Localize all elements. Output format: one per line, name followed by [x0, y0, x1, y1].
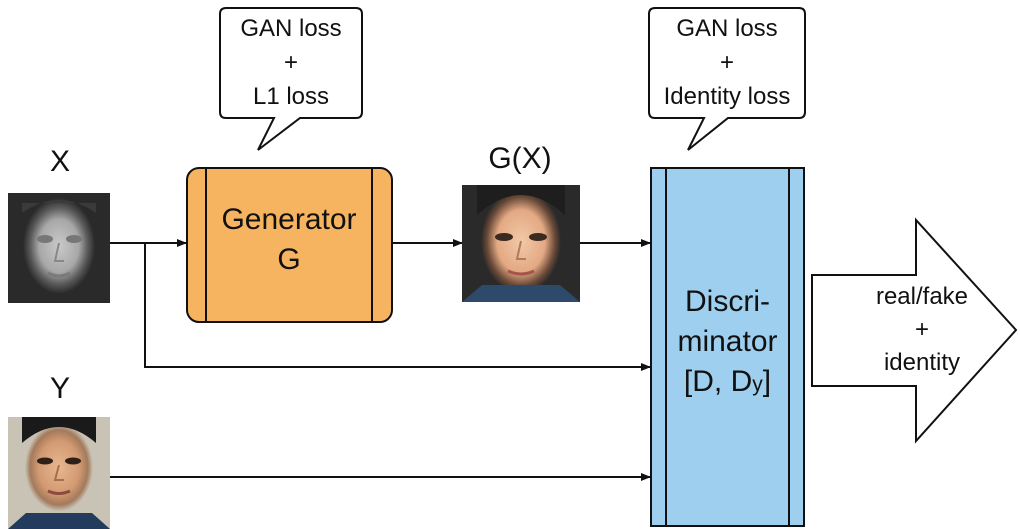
discriminator-text: Discri- minator [D, Dy]	[666, 282, 789, 405]
discriminator-line2: minator	[677, 325, 778, 358]
discriminator-callout-bubble	[648, 7, 806, 151]
discriminator-line1: Discri-	[685, 285, 770, 318]
discriminator-line3-end: ]	[762, 365, 772, 398]
discriminator-callout-line2: +	[719, 49, 734, 76]
generator-symbol: G	[277, 243, 301, 276]
output-arrow	[811, 217, 1018, 444]
input-x-thermal-face-image	[8, 193, 110, 303]
discriminator-line3-main: [D, D	[683, 365, 753, 398]
generator-callout-line2: +	[283, 49, 298, 76]
input-y-face-image	[8, 417, 110, 529]
generated-gx-label: G(X)	[488, 142, 552, 175]
discriminator-callout-line1: GAN loss	[676, 15, 778, 42]
input-y-label: Y	[49, 372, 70, 405]
generator-callout-bubble	[219, 7, 363, 151]
output-line3: identity	[883, 349, 961, 376]
discriminator-callout-text: GAN loss + Identity loss	[649, 12, 805, 114]
generator-callout-line3: L1 loss	[252, 83, 330, 110]
input-x-label: X	[49, 145, 70, 178]
discriminator-line3-sub: y	[752, 373, 763, 396]
generated-gx-face-image	[462, 185, 580, 302]
output-line1: real/fake	[875, 283, 969, 310]
generator-callout-text: GAN loss + L1 loss	[220, 12, 362, 114]
arrow-x-to-discriminator	[144, 243, 651, 371]
output-line2: +	[914, 316, 929, 343]
discriminator-callout-line3: Identity loss	[663, 83, 791, 110]
generator-title: Generator	[221, 203, 357, 236]
generator-text: Generator G	[206, 200, 372, 280]
generator-callout-line1: GAN loss	[240, 15, 342, 42]
discriminator-line3: [D, Dy]	[666, 362, 789, 405]
output-text: real/fake + identity	[852, 280, 992, 379]
discriminator-box	[650, 167, 805, 527]
generator-box	[186, 167, 393, 323]
